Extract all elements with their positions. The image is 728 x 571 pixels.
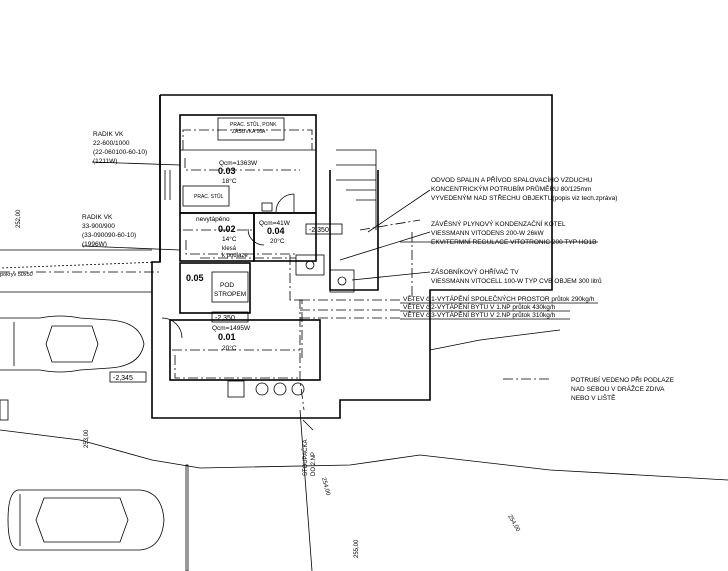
svg-text:20°C: 20°C: [222, 344, 237, 352]
svg-text:0.03: 0.03: [218, 166, 236, 176]
riser-note: STOUPAČKA DO 2.NP: [302, 440, 317, 476]
svg-text:(22-060100-60-10): (22-060100-60-10): [93, 149, 147, 156]
legend-note: POTRUBÍ VEDENO PŘI PODLAZE NAD SEBOU V D…: [571, 375, 675, 402]
svg-text:0.05: 0.05: [186, 273, 204, 283]
svg-text:DO 2.NP: DO 2.NP: [311, 452, 317, 476]
svg-text:33-900/900: 33-900/900: [82, 223, 115, 230]
svg-text:VIESSMANN VITOCELL 100-W TYP C: VIESSMANN VITOCELL 100-W TYP CVB OBJEM 3…: [431, 277, 602, 285]
desk1-label-1: PRAC. STŮL, PONK: [230, 121, 277, 128]
car-1: [0, 315, 145, 373]
building-walls: [151, 94, 553, 419]
svg-text:STROPEM: STROPEM: [214, 291, 246, 298]
svg-text:POD: POD: [220, 282, 234, 289]
radik-note-2: RADIK VK 33-900/900 (33-090090-60-10) (1…: [82, 214, 136, 248]
svg-text:VĚTEV č.2-VYTÁPĚNÍ BYTU V 1.NP: VĚTEV č.2-VYTÁPĚNÍ BYTU V 1.NP průtok 43…: [403, 302, 556, 311]
svg-text:VIESSMANN VITODENS 200-W 26kW: VIESSMANN VITODENS 200-W 26kW: [431, 230, 544, 237]
boiler-note: ZÁVĚSNÝ PLYNOVÝ KONDENZAČNÍ KOTEL VIESSM…: [431, 219, 596, 246]
svg-text:POTRUBÍ VEDENO PŘI PODLAZE: POTRUBÍ VEDENO PŘI PODLAZE: [571, 375, 675, 384]
room-001: Qcm=1495W 0.01 20°C: [212, 325, 251, 352]
svg-text:0.01: 0.01: [218, 332, 236, 342]
level-value-2: -2,350: [215, 315, 235, 322]
level-box-3: [109, 371, 147, 383]
desk1-label-2: ZÁSUVKA 16A: [232, 128, 266, 135]
branch-notes: VĚTEV č.1-VYTÁPĚNÍ SPOLEČNÝCH PROSTOR pr…: [403, 294, 595, 319]
elevation-2: 253,00: [84, 429, 90, 448]
svg-text:Qcm=41W: Qcm=41W: [259, 220, 291, 227]
desk2-label: PRAC. STŮL: [194, 193, 224, 200]
elevation-4: 254,00: [506, 514, 521, 533]
svg-text:ZÁSOBNÍKOVÝ OHŘÍVAČ TV: ZÁSOBNÍKOVÝ OHŘÍVAČ TV: [431, 267, 519, 276]
svg-text:KONCENTRICKÝM POTRUBÍM PRŮMĚRU: KONCENTRICKÝM POTRUBÍM PRŮMĚRU 80/125mm: [431, 184, 591, 193]
car-2: [7, 489, 165, 551]
elevation-1: 252,00: [16, 209, 22, 228]
svg-text:nevytápěno: nevytápěno: [196, 216, 230, 223]
svg-text:Qcm=1363W: Qcm=1363W: [219, 160, 258, 167]
svg-text:0.02: 0.02: [218, 224, 236, 234]
svg-text:RADIK VK: RADIK VK: [93, 131, 124, 138]
svg-text:22-600/1000: 22-600/1000: [93, 140, 130, 147]
svg-text:klesá: klesá: [222, 246, 237, 252]
svg-text:14°C: 14°C: [222, 235, 237, 243]
svg-text:20°C: 20°C: [270, 237, 285, 245]
room-004: Qcm=41W 0.04 20°C: [259, 220, 291, 245]
svg-text:VĚTEV č.3-VYTÁPĚNÍ BYTU V 2.NP: VĚTEV č.3-VYTÁPĚNÍ BYTU V 2.NP průtok 31…: [403, 310, 556, 319]
pokryv-label: pokryv 50x50: [0, 272, 33, 278]
room-005: 0.05 POD STROPEM: [186, 273, 246, 298]
level-value-1: -2,350: [309, 227, 329, 234]
heating-pipes: [0, 129, 550, 411]
level-box-1: [305, 223, 343, 235]
svg-text:ODVOD SPALIN A PŘÍVOD SPALOVAC: ODVOD SPALIN A PŘÍVOD SPALOVACÍHO VZDUCH…: [431, 175, 593, 184]
flue-note: ODVOD SPALIN A PŘÍVOD SPALOVACÍHO VZDUCH…: [431, 175, 617, 202]
svg-text:(1996W): (1996W): [82, 241, 107, 248]
svg-text:(33-090090-60-10): (33-090090-60-10): [82, 232, 136, 239]
svg-text:RADIK VK: RADIK VK: [82, 214, 113, 221]
elevation-3: 254,00: [320, 477, 331, 497]
svg-text:18°C: 18°C: [222, 177, 237, 185]
svg-text:EKVITERMNÍ REGULACE VITOTRONIC: EKVITERMNÍ REGULACE VITOTRONIC 200 TYP H…: [431, 237, 596, 246]
svg-text:Qcm=1495W: Qcm=1495W: [212, 325, 251, 332]
level-box-2: [211, 311, 249, 323]
level-value-3: -2,345: [113, 375, 133, 382]
leader-lines: [81, 161, 598, 431]
tank-note: ZÁSOBNÍKOVÝ OHŘÍVAČ TV VIESSMANN VITOCEL…: [431, 267, 602, 285]
room-003: Qcm=1363W 0.03 18°C: [218, 160, 258, 185]
svg-text:0.04: 0.04: [267, 226, 285, 236]
svg-text:(1211W): (1211W): [93, 158, 117, 165]
svg-text:VĚTEV č.1-VYTÁPĚNÍ SPOLEČNÝCH: VĚTEV č.1-VYTÁPĚNÍ SPOLEČNÝCH PROSTOR pr…: [403, 294, 595, 303]
radik-note-1: RADIK VK 22-600/1000 (22-060100-60-10) (…: [93, 131, 147, 165]
elevation-5: 255,00: [354, 539, 360, 558]
svg-text:ZÁVĚSNÝ PLYNOVÝ KONDENZAČNÍ KO: ZÁVĚSNÝ PLYNOVÝ KONDENZAČNÍ KOTEL: [431, 219, 566, 228]
svg-text:NAD SEBOU V DRÁŽCE ZDIVA: NAD SEBOU V DRÁŽCE ZDIVA: [571, 384, 665, 393]
svg-text:VYVEDENÝM NAD STŘECHU OBJEKTU(: VYVEDENÝM NAD STŘECHU OBJEKTU(popis viz …: [431, 193, 617, 202]
room-002: nevytápěno 0.02 14°C klesá k podlaze: [196, 216, 248, 259]
svg-text:STOUPAČKA: STOUPAČKA: [302, 440, 309, 476]
svg-text:k podlaze: k podlaze: [222, 253, 248, 259]
svg-text:NEBO V LIŠTĚ: NEBO V LIŠTĚ: [571, 393, 616, 402]
terrain-lines: [0, 249, 728, 571]
